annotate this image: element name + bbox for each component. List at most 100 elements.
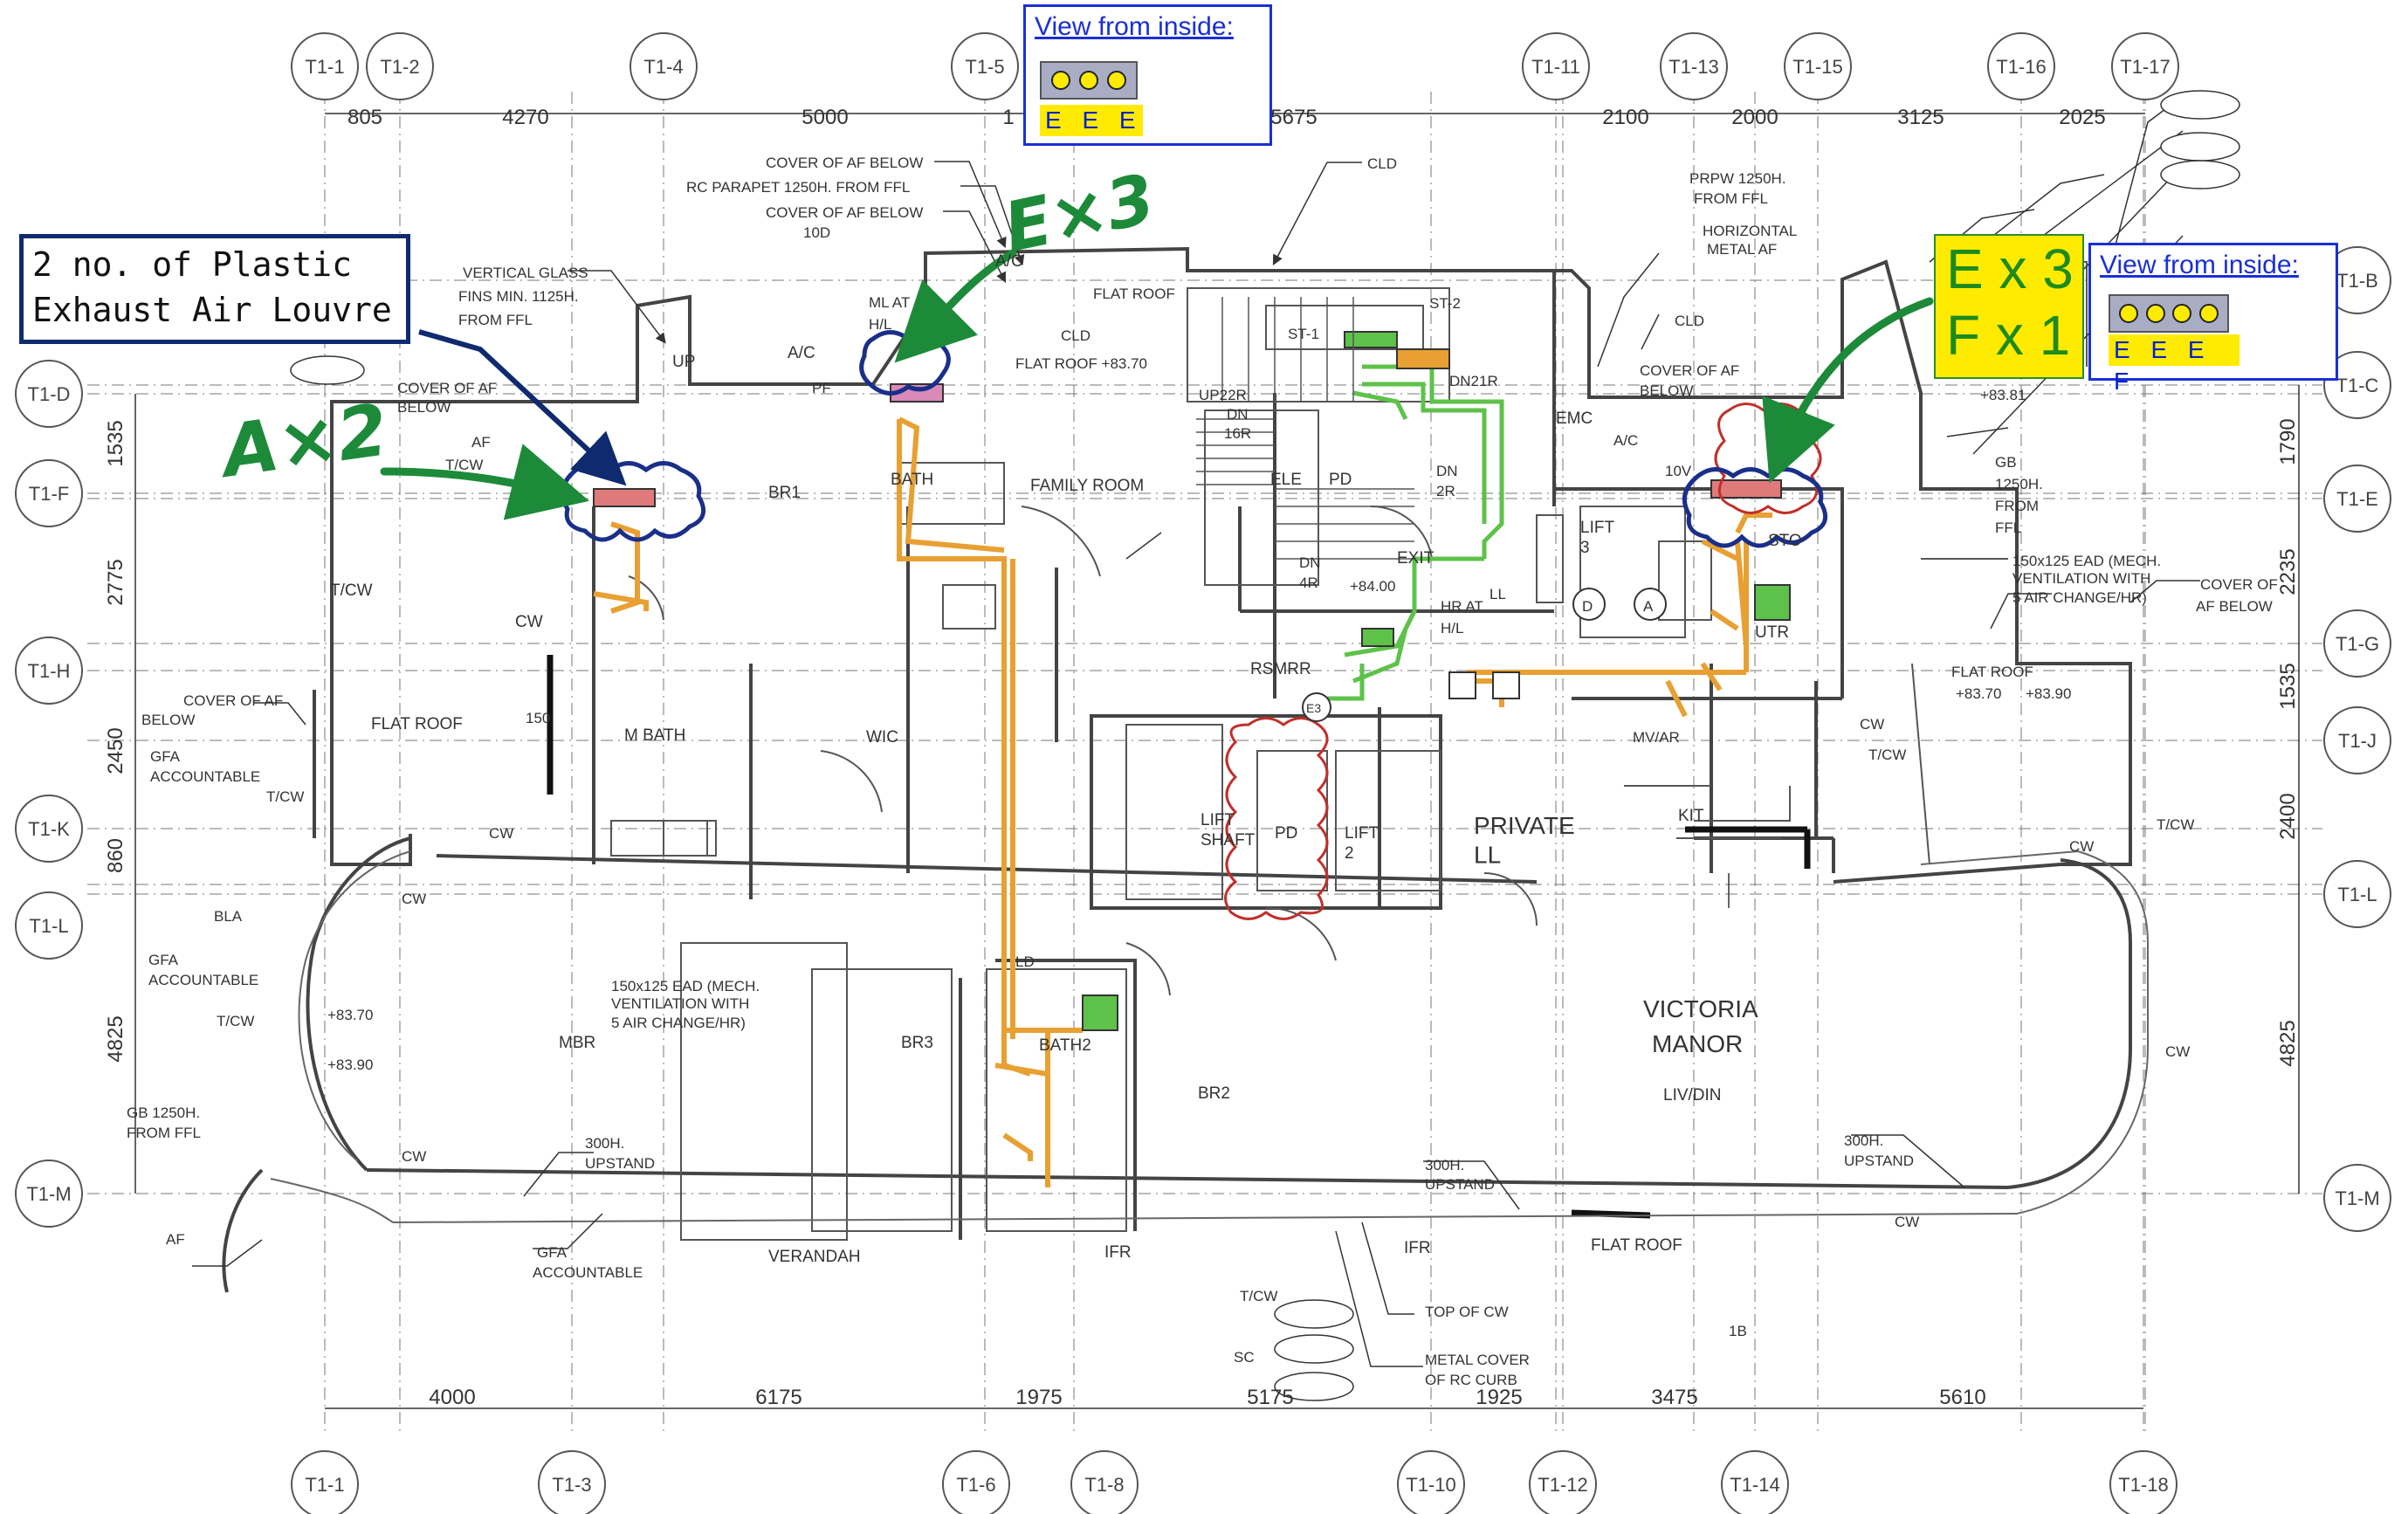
grid-lines xyxy=(87,92,2322,1432)
dim-top-5: 2100 xyxy=(1602,106,1648,129)
room-rsmrr: RSMRR xyxy=(1250,660,1311,678)
room-bath2: BATH2 xyxy=(1039,1036,1091,1055)
green-arrows xyxy=(380,249,1934,520)
grid-label-top-6-bubble xyxy=(1784,32,1852,100)
note-upstand-m2: UPSTAND xyxy=(1425,1176,1495,1193)
room-br2: BR2 xyxy=(1198,1084,1230,1103)
note-gb-l2: FROM FFL xyxy=(127,1125,201,1141)
note-cld1: CLD xyxy=(1367,155,1397,172)
grid-label-bottom-0: T1-1 xyxy=(305,1474,344,1496)
grid-label-right-0: T1-B xyxy=(2336,270,2378,292)
note-af: AF xyxy=(471,434,491,451)
grid-label-right-4-bubble xyxy=(2323,706,2391,774)
note-10d: 10D xyxy=(803,224,830,241)
note-from-ffl: FROM FFL xyxy=(458,312,533,328)
room-emc: EMC xyxy=(1556,409,1593,428)
louvre-dot xyxy=(2145,304,2165,323)
note-cover-of-af: COVER OF AF xyxy=(397,380,497,396)
louvre-dot xyxy=(1079,71,1098,90)
callout-line-2: Exhaust Air Louvre xyxy=(32,291,392,329)
green-duct xyxy=(1327,364,1504,701)
note-gb2: 1250H. xyxy=(1995,476,2043,492)
note-flat-roof-r: FLAT ROOF xyxy=(1951,664,2033,680)
note-cw8: CW xyxy=(1895,1214,1919,1230)
grid-label-left-0-bubble xyxy=(15,360,83,428)
note-fins-min: FINS MIN. 1125H. xyxy=(458,288,579,305)
grid-label-top-0-bubble xyxy=(291,32,359,100)
note-ac-r: A/C xyxy=(1613,432,1638,449)
room-verandah: VERANDAH xyxy=(768,1248,861,1266)
note-dn2r: DN xyxy=(1436,463,1458,479)
room-m-bath: M BATH xyxy=(624,726,685,745)
note-cld3: CLD xyxy=(1675,313,1704,329)
note-tcw4: T/CW xyxy=(445,457,483,473)
dim-top-6: 2000 xyxy=(1731,106,1778,129)
note-2r: 2R xyxy=(1436,483,1455,499)
note-8390: +83.90 xyxy=(2026,685,2071,702)
building-walls xyxy=(222,246,2132,1293)
note-rc-parapet: RC PARAPET 1250H. FROM FFL xyxy=(686,179,910,196)
leader-lines xyxy=(192,95,2200,1367)
view-top-letters: E E E xyxy=(1040,105,1143,136)
room-pd: PD xyxy=(1275,824,1297,843)
note-10v: 10V xyxy=(1665,463,1692,479)
note-upstand-r2: UPSTAND xyxy=(1844,1153,1914,1169)
note-cw5: CW xyxy=(402,1148,426,1165)
note-ll: LL xyxy=(1490,586,1506,602)
note-ead-m1: 150x125 EAD (MECH. xyxy=(611,978,760,994)
note-cover-af-r2: AF BELOW xyxy=(2196,598,2273,615)
grid-label-right-3-bubble xyxy=(2323,609,2391,678)
note-st2: ST-2 xyxy=(1429,295,1461,312)
room-victoria: VICTORIA xyxy=(1643,995,1758,1022)
grid-label-top-3-bubble xyxy=(951,32,1019,100)
note-pf: PF xyxy=(812,380,831,396)
room-br3: BR3 xyxy=(901,1034,933,1052)
grid-label-bottom-3-bubble xyxy=(1070,1450,1139,1514)
room-ifr: IFR xyxy=(1104,1243,1132,1262)
plan-notes: COVER OF AF BELOW RC PARAPET 1250H. FROM… xyxy=(127,155,2278,1388)
grid-label-top-7-bubble xyxy=(1987,32,2055,100)
grid-label-top-4: T1-11 xyxy=(1531,56,1580,78)
dim-left-3: 860 xyxy=(104,838,127,873)
room-pd2: PD xyxy=(1329,471,1352,489)
grid-label-bottom-7: T1-18 xyxy=(2118,1474,2168,1496)
dim-bottom-2: 1975 xyxy=(1015,1386,1062,1409)
grid-label-top-3: T1-5 xyxy=(965,56,1004,78)
note-8400: +84.00 xyxy=(1350,578,1395,595)
note-dn21r: DN21R xyxy=(1449,373,1498,389)
grid-label-bottom-1: T1-3 xyxy=(552,1474,591,1496)
grid-label-right-2: T1-E xyxy=(2336,488,2378,510)
dim-left-2: 2450 xyxy=(104,727,127,774)
grid-label-bottom-6-bubble xyxy=(1721,1450,1789,1514)
room-flat-roof-left: FLAT ROOF xyxy=(371,715,463,733)
dim-left-0: 1535 xyxy=(104,420,127,466)
note-below: BELOW xyxy=(397,399,451,416)
grid-label-left-3-bubble xyxy=(15,795,83,863)
note-vertical-glass: VERTICAL GLASS xyxy=(463,265,588,281)
note-cw7: CW xyxy=(2165,1043,2190,1060)
grid-bubbles-right: T1-BT1-CT1-ET1-GT1-JT1-LT1-M xyxy=(2323,246,2391,1232)
note-tcw5: T/CW xyxy=(1868,747,1906,763)
room-up: UP xyxy=(672,353,695,371)
note-up22r: UP22R xyxy=(1199,387,1247,403)
room-tcw: T/CW xyxy=(330,582,373,600)
note-tcw3: T/CW xyxy=(217,1013,254,1029)
note-ml-at: ML AT xyxy=(869,294,910,311)
callout-arrow xyxy=(418,329,627,486)
grid-label-right-5-bubble xyxy=(2323,860,2391,928)
grid-label-top-1-bubble xyxy=(366,32,434,100)
grid-label-left-5-bubble xyxy=(15,1160,83,1228)
grid-label-top-5-bubble xyxy=(1660,32,1728,100)
note-16r: 16R xyxy=(1224,425,1251,442)
note-1b: 1B xyxy=(1729,1323,1747,1339)
grid-label-bottom-5-bubble xyxy=(1529,1450,1597,1514)
dim-bottom-6: 5610 xyxy=(1939,1386,1985,1409)
note-ld: LD xyxy=(1015,953,1035,970)
note-af-l: AF xyxy=(166,1231,185,1248)
grid-label-left-3: T1-K xyxy=(28,818,70,840)
grid-label-left-2: T1-H xyxy=(28,660,71,682)
dim-top-2: 5000 xyxy=(802,106,848,129)
